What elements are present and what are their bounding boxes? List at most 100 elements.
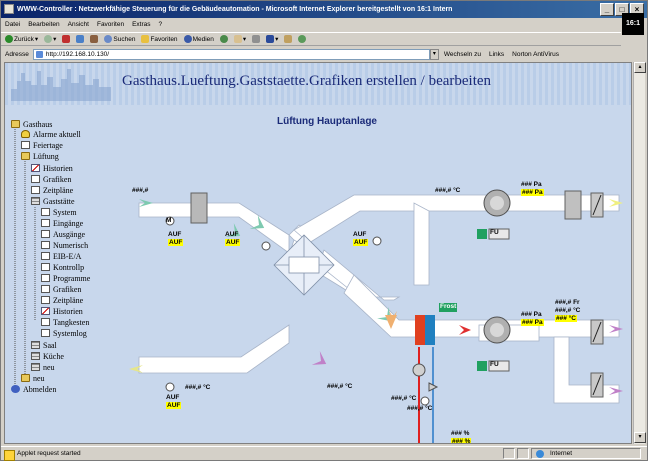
close-button[interactable]: × <box>630 3 644 16</box>
discuss-button[interactable] <box>284 35 293 43</box>
tree-item-programme[interactable]: Programme <box>41 273 90 283</box>
grid-icon <box>31 363 40 371</box>
search-icon <box>104 35 113 43</box>
tree-label: Saal <box>43 340 57 350</box>
bell-icon <box>21 130 30 138</box>
tree-label: EIB-E/A <box>53 251 82 261</box>
mail-button[interactable]: ▾ <box>233 35 246 43</box>
tree-item-zeitplaene-2[interactable]: Zeitpläne <box>41 295 83 305</box>
antivirus-button[interactable]: Norton AntiVirus <box>512 50 559 58</box>
menu-datei[interactable]: Datei <box>5 21 21 28</box>
temp-bottom-left: ###,# °C <box>185 384 211 391</box>
minimize-button[interactable]: _ <box>600 3 614 16</box>
media-button[interactable]: Medien <box>183 35 214 43</box>
home-button[interactable] <box>90 35 99 43</box>
tree-item-neu[interactable]: neu <box>31 362 55 372</box>
hvac-diagram: ###,# M AUF AUF AUF AUF AUF AUF AUF AUF … <box>129 125 631 443</box>
tree-item-saal[interactable]: Saal <box>31 340 57 350</box>
tree-item-historien[interactable]: Historien <box>31 163 73 173</box>
search-button[interactable]: Suchen <box>104 35 135 43</box>
back-button[interactable]: Zurück ▾ <box>5 35 38 43</box>
search-label: Suchen <box>113 35 136 43</box>
arrow-return-air <box>129 365 143 373</box>
tree-item-abmelden[interactable]: Abmelden <box>11 384 56 394</box>
tree-item-ausgaenge[interactable]: Ausgänge <box>41 229 85 239</box>
scroll-down-button[interactable]: ▾ <box>634 432 646 443</box>
tree-item-feiertage[interactable]: Feiertage <box>21 140 63 150</box>
forward-button[interactable]: ▾ <box>44 35 56 43</box>
tree-item-neu-folder[interactable]: neu <box>21 373 45 383</box>
tree-item-eib[interactable]: EIB-E/A <box>41 251 81 261</box>
pump <box>412 363 426 377</box>
links-button[interactable]: Links <box>488 50 505 58</box>
tree-item-kontrollp[interactable]: Kontrollp <box>41 262 84 272</box>
tree-item-grafiken-2[interactable]: Grafiken <box>41 284 81 294</box>
menu-favoriten[interactable]: Favoriten <box>96 21 125 28</box>
tree-item-grafiken[interactable]: Grafiken <box>31 174 71 184</box>
tree-item-lueftung[interactable]: Lüftung <box>21 151 59 161</box>
filter-left <box>190 192 208 224</box>
go-button[interactable]: Wechseln zu <box>443 50 481 58</box>
diagram-title: Lüftung Hauptanlage <box>277 116 377 127</box>
temp-right-2: ### °C <box>555 315 577 322</box>
frost-label: Frost <box>440 303 457 310</box>
fr-label: ###,# Fr <box>555 299 580 306</box>
cooler-coil <box>425 315 435 345</box>
temp-heater-1: ###,# °C <box>391 395 417 402</box>
favorites-button[interactable]: Favoriten <box>141 35 178 43</box>
tree-item-zeitplaene[interactable]: Zeitpläne <box>31 185 73 195</box>
tree-item-systemlog[interactable]: Systemlog <box>41 328 87 338</box>
damper-state-3: AUF <box>353 231 367 238</box>
frost-indicator <box>439 303 457 312</box>
tree-item-tangkesten[interactable]: Tangkesten <box>41 317 89 327</box>
tree-label: Gasthaus <box>23 119 53 129</box>
tree-item-alarme[interactable]: Alarme aktuell <box>21 129 81 139</box>
duct-schematic <box>129 189 623 443</box>
tree-item-gaststaette[interactable]: Gaststätte <box>31 196 75 206</box>
menu-help[interactable]: ? <box>158 21 163 28</box>
url-input[interactable]: http://192.168.10.130/ <box>32 48 430 60</box>
document-icon <box>41 296 50 304</box>
stop-button[interactable] <box>62 35 71 43</box>
tree-item-system[interactable]: System <box>41 207 77 217</box>
heater-coil <box>415 315 425 345</box>
tree-item-kueche[interactable]: Küche <box>31 351 64 361</box>
edit-button[interactable]: ▾ <box>266 35 278 43</box>
tree-label: Zeitpläne <box>43 185 74 195</box>
url-dropdown-button[interactable]: ▾ <box>429 48 439 60</box>
tree-item-eingaenge[interactable]: Eingänge <box>41 218 83 228</box>
menu-ansicht[interactable]: Ansicht <box>67 21 89 28</box>
motor-5 <box>420 396 430 406</box>
status-message: Applet request started <box>1 450 501 461</box>
document-icon <box>41 318 50 326</box>
tree-label: Abmelden <box>23 384 57 394</box>
star-icon <box>141 35 150 43</box>
motor-3 <box>372 236 382 246</box>
messenger-icon <box>298 35 307 43</box>
print-button[interactable] <box>252 35 261 43</box>
vertical-scrollbar[interactable]: ▴ ▾ <box>633 62 646 444</box>
tree-label: Feiertage <box>33 140 63 150</box>
document-icon <box>41 285 50 293</box>
refresh-button[interactable] <box>76 35 85 43</box>
tree-label: Küche <box>43 351 64 361</box>
messenger-button[interactable] <box>298 35 307 43</box>
arrow-supply-top <box>609 199 623 207</box>
page-header: Gasthaus.Lueftung.Gaststaette.Grafiken e… <box>5 63 631 105</box>
menu-extras[interactable]: Extras <box>132 21 151 28</box>
tree-item-historien-2[interactable]: Historien <box>41 306 83 316</box>
history-button[interactable] <box>219 35 228 43</box>
tree-item-gasthaus[interactable]: Gasthaus <box>11 119 52 129</box>
window-title: WWW-Controller : Netzwerkfähige Steuerun… <box>17 6 453 13</box>
ie-brand-logo: 16:1 <box>622 13 644 35</box>
tree-item-numerisch[interactable]: Numerisch <box>41 240 88 250</box>
discuss-icon <box>284 35 293 43</box>
tree-label: System <box>53 207 77 217</box>
supply-air-bottom-duct <box>343 274 620 338</box>
scroll-up-button[interactable]: ▴ <box>634 62 646 73</box>
top-temp-label: ###,# °C <box>435 187 461 194</box>
document-icon <box>41 241 50 249</box>
motor-1 <box>165 216 175 226</box>
menu-bearbeiten[interactable]: Bearbeiten <box>28 21 60 28</box>
